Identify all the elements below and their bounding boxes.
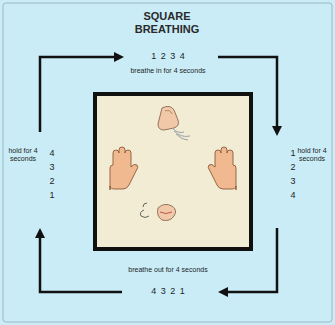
- count-numbers: 1 2 3 4: [287, 146, 299, 202]
- count-numbers: 4 3 2 1: [128, 286, 208, 296]
- count-numbers: 1 2 3 4: [128, 51, 208, 61]
- diagram-title: SQUARE BREATHING: [117, 10, 217, 35]
- count-numbers: 4 3 2 1: [46, 146, 58, 202]
- step-label: hold for 4 seconds: [6, 147, 40, 163]
- step-label: breathe in for 4 seconds: [108, 67, 228, 75]
- step-label: hold for 4 seconds: [295, 147, 329, 163]
- step-label: breathe out for 4 seconds: [108, 266, 228, 274]
